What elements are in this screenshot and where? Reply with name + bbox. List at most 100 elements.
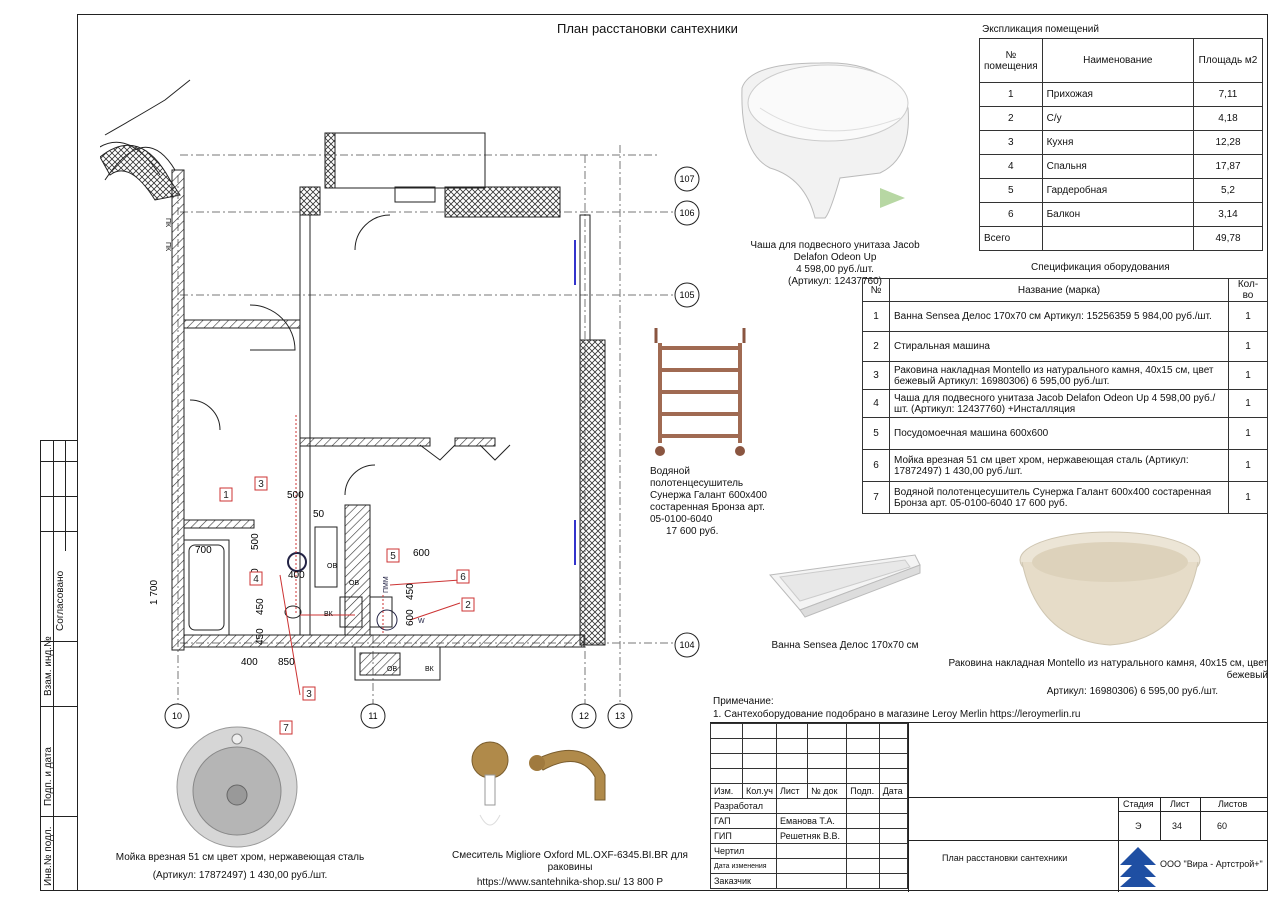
tb-header-ndok: № док [807, 783, 848, 799]
axis-12: 12 [579, 711, 589, 721]
expl-cell: 7,11 [1193, 82, 1263, 107]
expl-cell: 3,14 [1193, 202, 1263, 227]
caption-mixer-url[interactable]: https://www.santehnika-shop.su/ 13 800 Р [476, 877, 664, 888]
note-text: 1. Сантехоборудование подобрано в магази… [713, 709, 1081, 720]
tb-stage: Э [1135, 821, 1142, 831]
axis-104: 104 [679, 640, 694, 650]
axis-106: 106 [679, 208, 694, 218]
caption-rail: Водяной полотенцесушитель Сунержа Галант… [650, 466, 767, 525]
tb-header-izm: Изм. [710, 783, 743, 799]
tb-razrabotal: Разработал [710, 798, 777, 814]
table-row: 5 [979, 178, 1043, 203]
table-row: 6 [979, 202, 1043, 227]
marker-5: 5 [390, 551, 396, 562]
axis-13: 13 [615, 711, 625, 721]
axis-10: 10 [172, 711, 182, 721]
axis-107: 107 [679, 174, 694, 184]
tb-sheet-label: Лист [1170, 799, 1190, 809]
dim-50: 50 [313, 509, 325, 520]
spec-cell: 1 [1228, 331, 1268, 362]
label-pmm: ПММ [383, 576, 390, 593]
tb-sheets-label: Листов [1218, 799, 1248, 809]
expl-header-name: Наименование [1041, 38, 1195, 83]
marker-3a: 3 [258, 479, 264, 490]
spec-cell: 1 [1228, 449, 1268, 482]
spec-cell: 1 [1228, 481, 1268, 514]
tb-header-podp: Подп. [846, 783, 880, 799]
tb-doc-title: План расстановки сантехники [942, 853, 1068, 863]
drawing-frame [77, 14, 1268, 891]
towel-rail-image [654, 328, 746, 456]
label-vk-1: ВК [324, 611, 334, 618]
tb-date-change: Дата изменения [710, 858, 777, 874]
tb-gip-name: Решетняк В.В. [775, 828, 848, 844]
caption-sink-art: (Артикул: 17872497) 1 430,00 руб./шт. [152, 870, 328, 881]
expl-cell: Спальня [1041, 154, 1195, 179]
caption-rail-price: 17 600 руб. [666, 526, 719, 537]
label-ov-3: ОВ [387, 666, 397, 673]
caption-toilet-art: (Артикул: 12437760) [788, 276, 882, 287]
tb-gip: ГИП [710, 828, 777, 844]
label-ov-2: ОВ [349, 580, 359, 587]
dim-600-b: 600 [405, 609, 416, 626]
caption-mixer: Смеситель Migliore Oxford ML.OXF-6345.BI… [452, 850, 688, 873]
bath-image [769, 554, 921, 618]
dim-400-b: 400 [241, 657, 258, 668]
table-row: 2 [862, 331, 890, 362]
mixer-image [471, 741, 606, 826]
marker-4: 4 [253, 574, 259, 585]
label-pk-2: ПК [164, 242, 171, 252]
expl-header-area: Площадь м2 [1193, 38, 1263, 83]
marker-6: 6 [460, 572, 466, 583]
spec-cell: Раковина накладная Montello из натуральн… [889, 361, 1229, 390]
note-title: Примечание: [713, 696, 774, 707]
expl-header-n: № помещения [979, 38, 1043, 83]
expl-total: 49,78 [1193, 226, 1263, 251]
table-row: 3 [862, 361, 890, 390]
side-label-podp: Подп. и дата [43, 747, 54, 806]
tb-header-list: Лист [775, 783, 809, 799]
table-row: 6 [862, 449, 890, 482]
spec-cell: 1 [1228, 417, 1268, 450]
tb-header-kol: Кол.уч [742, 783, 777, 799]
side-label-vzam: Взам. инд.№ [43, 636, 54, 696]
table-row: 4 [862, 389, 890, 418]
spec-header-name: Название (марка) [889, 278, 1229, 302]
marker-1: 1 [223, 490, 229, 501]
tb-chertil: Чертил [710, 843, 777, 859]
spec-cell: 1 [1228, 389, 1268, 418]
spec-cell: Посудомоечная машина 600х600 [889, 417, 1229, 450]
expl-total-label: Всего [979, 226, 1043, 251]
spec-cell: Ванна Sensea Делос 170х70 см Артикул: 15… [889, 301, 1229, 332]
table-row: 1 [979, 82, 1043, 107]
dim-500-a: 500 [287, 490, 304, 501]
table-row: 1 [862, 301, 890, 332]
label-pk-1: ПК [164, 218, 171, 228]
spec-cell: 1 [1228, 301, 1268, 332]
sink-image [176, 726, 298, 848]
axis-11: 11 [368, 711, 377, 721]
spec-title: Спецификация оборудования [1031, 262, 1170, 273]
floor-plan: 107 106 105 104 10 11 12 13 500 50 700 5… [100, 79, 700, 735]
dim-450-a: 450 [255, 598, 266, 615]
dim-500-b: 500 [250, 533, 261, 550]
expl-cell: Кухня [1041, 130, 1195, 155]
dim-450-b: 450 [255, 628, 266, 645]
spec-cell: Стиральная машина [889, 331, 1229, 362]
axis-105: 105 [679, 290, 694, 300]
toilet-image [741, 62, 909, 219]
expl-cell: Балкон [1041, 202, 1195, 227]
side-stamp: Согласовано Взам. инд.№ Подп. и дата Инв… [40, 440, 78, 891]
spec-cell: Чаша для подвесного унитаза Jacob Delafo… [889, 389, 1229, 418]
tb-company: ООО "Вира - Артстрой+" [1160, 859, 1263, 869]
table-row: 2 [979, 106, 1043, 131]
label-vk-2: ВК [425, 666, 435, 673]
table-row: 3 [979, 130, 1043, 155]
dim-700: 700 [195, 545, 212, 556]
expl-cell: С/у [1041, 106, 1195, 131]
caption-basin-art: Артикул: 16980306) 6 595,00 руб./шт. [1046, 686, 1218, 697]
table-row: 4 [979, 154, 1043, 179]
table-row: 5 [862, 417, 890, 450]
